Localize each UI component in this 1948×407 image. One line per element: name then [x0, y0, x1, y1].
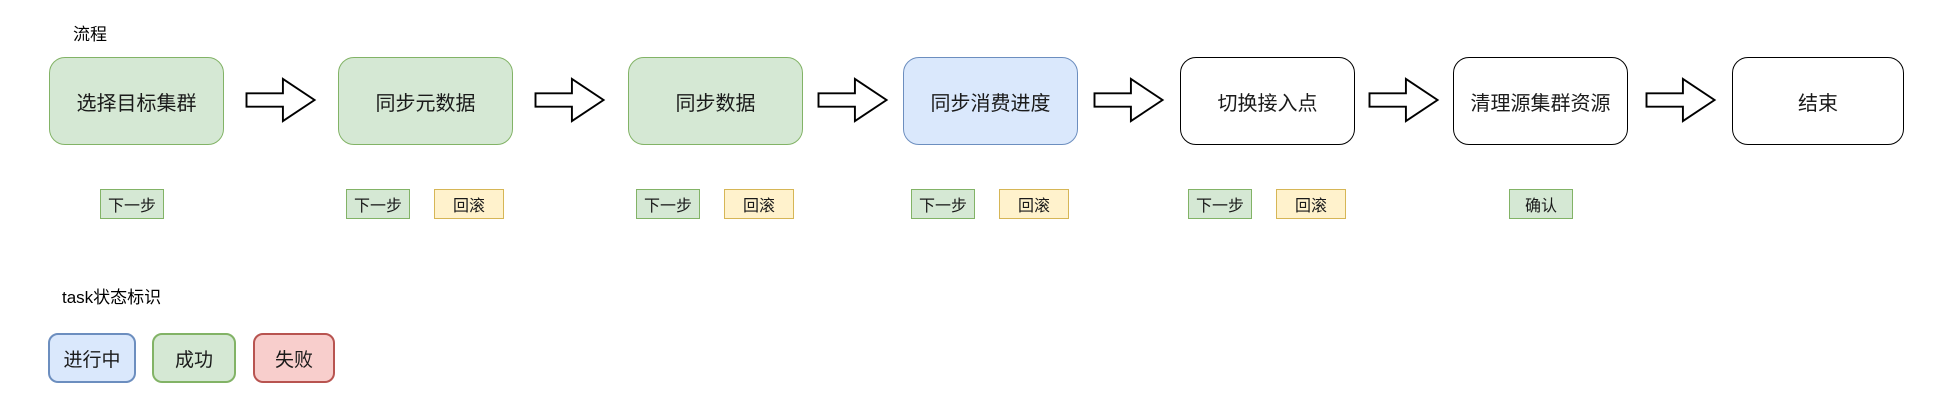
- flow-step-select-target-cluster: 选择目标集群: [49, 57, 224, 145]
- arrow-right-icon: [1645, 77, 1717, 123]
- arrow-right-icon: [817, 77, 889, 123]
- legend-badge-failed: 失败: [253, 333, 335, 383]
- flow-step-sync-consumer-progress: 同步消费进度: [903, 57, 1078, 145]
- step-3-rollback-button[interactable]: 回滚: [724, 189, 794, 219]
- flow-step-sync-data: 同步数据: [628, 57, 803, 145]
- arrow-right-icon: [1368, 77, 1440, 123]
- flow-step-sync-metadata: 同步元数据: [338, 57, 513, 145]
- legend-badge-success: 成功: [152, 333, 236, 383]
- step-2-rollback-button[interactable]: 回滚: [434, 189, 504, 219]
- flow-section-title: 流程: [73, 25, 107, 44]
- arrow-right-icon: [1093, 77, 1165, 123]
- legend-badge-in-progress: 进行中: [48, 333, 136, 383]
- step-4-rollback-button[interactable]: 回滚: [999, 189, 1069, 219]
- step-4-next-button[interactable]: 下一步: [911, 189, 975, 219]
- flow-step-switch-endpoint: 切换接入点: [1180, 57, 1355, 145]
- flow-step-end: 结束: [1732, 57, 1904, 145]
- task-status-legend-title: task状态标识: [62, 288, 162, 307]
- step-1-next-button[interactable]: 下一步: [100, 189, 164, 219]
- arrow-right-icon: [534, 77, 606, 123]
- step-2-next-button[interactable]: 下一步: [346, 189, 410, 219]
- step-6-confirm-button[interactable]: 确认: [1509, 189, 1573, 219]
- arrow-right-icon: [245, 77, 317, 123]
- flow-step-clean-source-cluster: 清理源集群资源: [1453, 57, 1628, 145]
- step-5-rollback-button[interactable]: 回滚: [1276, 189, 1346, 219]
- step-5-next-button[interactable]: 下一步: [1188, 189, 1252, 219]
- step-3-next-button[interactable]: 下一步: [636, 189, 700, 219]
